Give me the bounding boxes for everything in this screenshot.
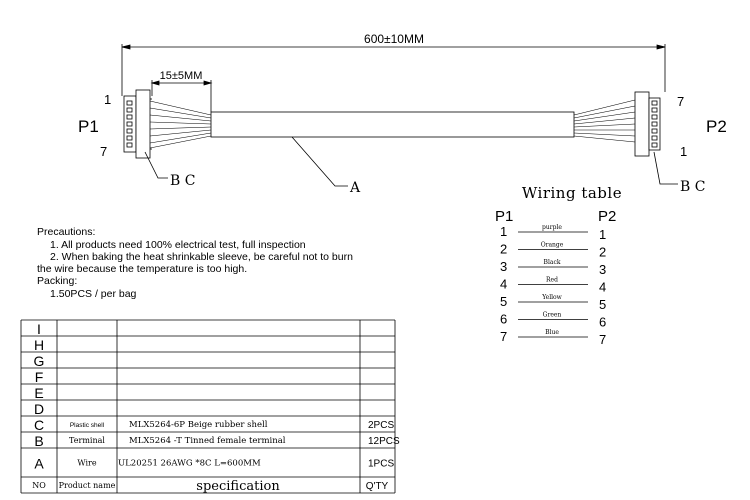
wiring-wire-color: Black	[544, 259, 561, 266]
wiring-wire-color: Red	[546, 277, 558, 284]
wiring-left-pin: 1	[500, 224, 507, 239]
wiring-wire-color: Green	[543, 312, 562, 319]
packing-title: Packing:	[37, 275, 78, 287]
wiring-right-pin: 4	[599, 280, 606, 295]
wiring-wire-color: Blue	[545, 329, 559, 336]
wiring-left-pin: 7	[500, 329, 507, 344]
cable-callout-label: A	[349, 180, 361, 196]
wiring-left-pin: 4	[500, 277, 507, 292]
wiring-rows: 1 purple 1 2 Orange 2 3 Black 3 4 Red 4 5 Yellow 5 6 Gre…	[500, 224, 606, 347]
callout-leaders	[144, 136, 678, 187]
bom-product-name: Wire	[77, 459, 96, 468]
bom-specification: MLX5264-6P Beige rubber shell	[129, 420, 268, 430]
bom-row-id: B	[34, 433, 43, 449]
wiring-table: Wiring table P1 P2 1 purple 1 2 Orange 2 3 Blac…	[495, 184, 622, 347]
p1-pin-7-label: 7	[100, 144, 107, 159]
p2-pin-7-label: 7	[677, 94, 684, 109]
strip-length-label: 15±5MM	[160, 70, 203, 82]
p2-connector	[634, 91, 661, 157]
precaution-2a: 2. When baking the heat shrinkable sleev…	[50, 251, 353, 263]
wiring-p1-header: P1	[495, 208, 513, 225]
wiring-wire-color: purple	[542, 224, 562, 231]
bom-row-id: H	[34, 337, 44, 353]
overall-length-label: 600±10MM	[364, 32, 424, 46]
p1-callout-label: B C	[170, 173, 195, 189]
bom-row-id: G	[34, 353, 45, 369]
bom-specification: UL20251 26AWG *8C L=600MM	[118, 459, 261, 469]
bom-row-id: C	[34, 417, 44, 433]
bom-row-id: E	[34, 385, 43, 401]
wiring-right-pin: 6	[599, 315, 606, 330]
wiring-left-pin: 6	[500, 312, 507, 327]
wiring-p2-header: P2	[598, 208, 616, 225]
packing-1: 1.50PCS / per bag	[50, 288, 137, 300]
wiring-left-pin: 5	[500, 294, 507, 309]
bom-quantity: 2PCS	[368, 420, 394, 431]
wiring-right-pin: 1	[599, 227, 606, 242]
precaution-1: 1. All products need 100% electrical tes…	[50, 239, 306, 251]
overall-length-dimension	[121, 44, 666, 96]
wiring-left-pin: 3	[500, 259, 507, 274]
bom-header-spec: specification	[196, 479, 280, 494]
wiring-right-pin: 5	[599, 297, 606, 312]
precautions-title: Precautions:	[37, 226, 96, 238]
bom-quantity: 1PCS	[368, 459, 394, 470]
bom-row-id: I	[37, 321, 41, 337]
p1-wire-fanout	[149, 100, 212, 149]
p2-label: P2	[706, 117, 727, 136]
bom-row-id: F	[35, 369, 44, 385]
cable-body	[210, 111, 575, 138]
wiring-right-pin: 7	[599, 332, 606, 347]
bom-product-name: Plastic shell	[70, 422, 105, 429]
precaution-2b: the wire because the temperature is too …	[37, 263, 248, 275]
p2-callout-label: B C	[680, 179, 705, 195]
p2-wire-fanout	[573, 99, 636, 143]
p1-label: P1	[78, 117, 99, 136]
wiring-right-pin: 3	[599, 262, 606, 277]
strip-length-dimension	[150, 80, 213, 112]
p1-pin-1-label: 1	[104, 92, 111, 107]
wiring-wire-color: Orange	[541, 242, 564, 249]
bom-header-qty: Q'TY	[366, 481, 389, 492]
wiring-wire-color: Yellow	[541, 294, 562, 301]
bom-header-name: Product name	[59, 481, 116, 490]
wiring-left-pin: 2	[500, 242, 507, 257]
bom-specification: MLX5264 -T Tinned female terminal	[129, 436, 286, 446]
wiring-right-pin: 2	[599, 245, 606, 260]
bom-row-id: A	[34, 456, 44, 472]
bom-product-name: Terminal	[69, 436, 105, 445]
p1-connector	[123, 89, 152, 159]
wiring-table-title: Wiring table	[522, 184, 622, 202]
bom-quantity: 12PCS	[368, 436, 400, 447]
p2-pin-1-label: 1	[680, 144, 687, 159]
bom-row-id: D	[34, 401, 44, 417]
bom-header-no: NO	[32, 481, 46, 490]
